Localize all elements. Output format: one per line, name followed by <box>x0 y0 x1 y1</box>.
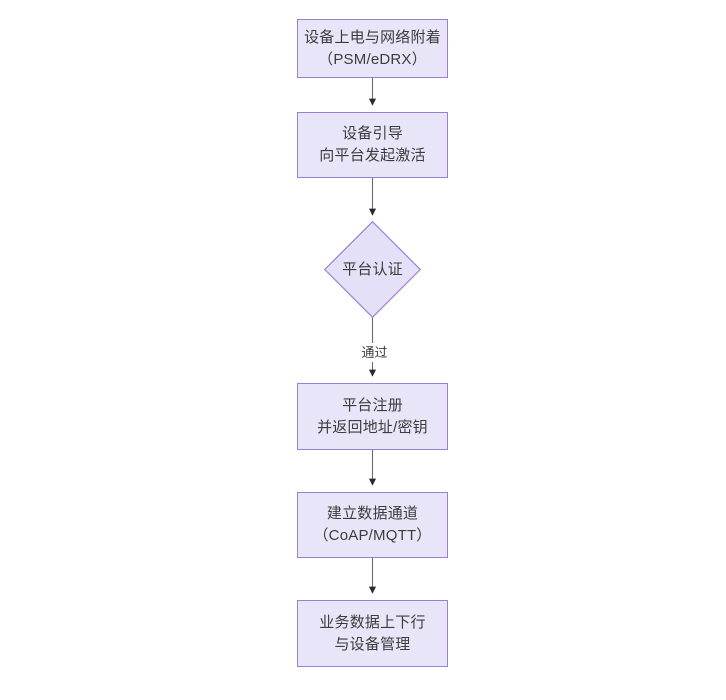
node-label-line1: 平台注册 <box>342 396 403 414</box>
node-label-line2: （CoAP/MQTT） <box>313 527 432 544</box>
node-label-line1: 设备上电与网络附着 <box>304 28 441 46</box>
node-label-line2: 向平台发起激活 <box>319 147 426 164</box>
node-device-power-on[interactable]: 设备上电与网络附着 （PSM/eDRX） <box>297 19 448 78</box>
node-label-line1: 建立数据通道 <box>326 505 419 522</box>
node-label-line2: （PSM/eDRX） <box>318 50 427 68</box>
node-establish-data-channel[interactable]: 建立数据通道 （CoAP/MQTT） <box>297 492 448 558</box>
node-business-data-and-device-management[interactable]: 业务数据上下行 与设备管理 <box>297 600 448 667</box>
edge-label-pass: 通过 <box>352 343 397 362</box>
node-platform-auth-decision[interactable]: 平台认证 <box>324 221 421 318</box>
node-label-line2: 与设备管理 <box>334 635 411 653</box>
edge-label-text: 通过 <box>361 345 388 360</box>
diamond-shape <box>324 221 421 318</box>
node-label-line1: 平台认证 <box>342 260 403 278</box>
node-label-line1: 业务数据上下行 <box>319 613 426 631</box>
node-device-bootstrap[interactable]: 设备引导 向平台发起激活 <box>297 112 448 178</box>
node-label-line2: 并返回地址/密钥 <box>317 418 428 436</box>
node-label-line1: 设备引导 <box>342 125 403 142</box>
node-platform-register[interactable]: 平台注册 并返回地址/密钥 <box>297 383 448 450</box>
